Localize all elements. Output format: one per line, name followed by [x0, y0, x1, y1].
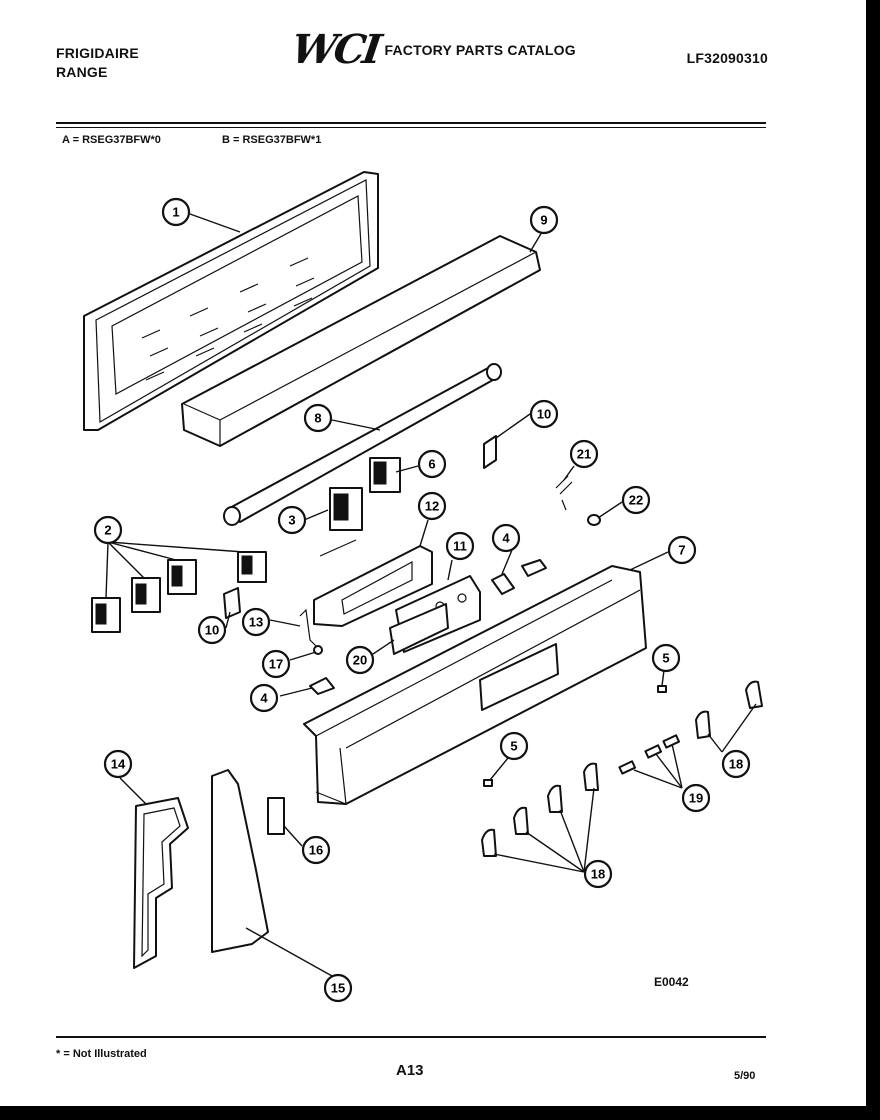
- part-9-top-trim: [181, 235, 541, 447]
- catalog-title: FACTORY PARTS CATALOG: [384, 42, 576, 58]
- svg-text:3: 3: [288, 513, 295, 528]
- part-3-switch: [319, 487, 363, 557]
- callout-18-lower: 18: [583, 859, 613, 889]
- callout-4-lower: 4: [249, 683, 279, 713]
- callout-6: 6: [417, 449, 447, 479]
- svg-text:12: 12: [425, 499, 439, 514]
- diagram-code: E0042: [654, 975, 689, 989]
- callout-19: 19: [681, 783, 711, 813]
- callout-13: 13: [241, 607, 271, 637]
- not-illustrated-note: * = Not Illustrated: [56, 1048, 147, 1060]
- part-14-side-trim: [133, 797, 189, 969]
- svg-text:6: 6: [428, 457, 435, 472]
- svg-text:9: 9: [540, 213, 547, 228]
- svg-text:17: 17: [269, 657, 283, 672]
- callout-22: 22: [621, 485, 651, 515]
- svg-text:5: 5: [510, 739, 517, 754]
- part-4-clips: [309, 559, 547, 695]
- part-22-grommet: [587, 514, 601, 526]
- svg-text:16: 16: [309, 843, 323, 858]
- callout-16: 16: [301, 835, 331, 865]
- part-21-clip: [555, 475, 573, 511]
- model-legend: A = RSEG37BFW*0 B = RSEG37BFW*1: [62, 134, 379, 146]
- part-15-side-trim: [211, 769, 269, 953]
- part-7-control-panel: [303, 565, 647, 805]
- callout-10-lower: 10: [197, 615, 227, 645]
- model-b: B = RSEG37BFW*1: [222, 134, 322, 146]
- callout-10-upper: 10: [529, 399, 559, 429]
- callout-12: 12: [417, 491, 447, 521]
- exploded-parts-diagram: 1 2 3 4 4 5 5 6 7 8 9 10 10 11 12 13 14 …: [83, 171, 763, 1003]
- callout-3: 3: [277, 505, 307, 535]
- svg-text:20: 20: [353, 653, 367, 668]
- callout-21: 21: [569, 439, 599, 469]
- part-8-light-tube: [223, 363, 502, 526]
- callout-5-lower: 5: [499, 731, 529, 761]
- svg-text:8: 8: [314, 411, 321, 426]
- svg-text:11: 11: [453, 539, 467, 554]
- catalog-date: 5/90: [734, 1070, 756, 1082]
- part-10-bracket-upper: [483, 435, 497, 469]
- product-type: RANGE: [56, 64, 108, 80]
- svg-text:22: 22: [629, 493, 643, 508]
- part-19-indicator-lights: [618, 734, 681, 775]
- brand-block: FRIGIDAIRE RANGE: [56, 44, 139, 82]
- callout-7: 7: [667, 535, 697, 565]
- part-13-bracket: [299, 608, 319, 649]
- svg-text:4: 4: [502, 531, 510, 546]
- svg-text:10: 10: [205, 623, 219, 638]
- callout-20: 20: [345, 645, 375, 675]
- callout-8: 8: [303, 403, 333, 433]
- svg-text:14: 14: [111, 757, 126, 772]
- callout-9: 9: [529, 205, 559, 235]
- callout-1: 1: [161, 197, 191, 227]
- svg-text:4: 4: [260, 691, 268, 706]
- callout-4-upper: 4: [491, 523, 521, 553]
- svg-text:19: 19: [689, 791, 703, 806]
- svg-text:7: 7: [678, 543, 685, 558]
- svg-text:10: 10: [537, 407, 551, 422]
- footer-rule: [56, 1036, 766, 1038]
- part-2-switches: [91, 551, 267, 633]
- part-20-clock-lens: [389, 603, 449, 655]
- model-a: A = RSEG37BFW*0: [62, 134, 161, 146]
- brand-name: FRIGIDAIRE: [56, 45, 139, 61]
- header-rule-bottom: [56, 127, 766, 128]
- svg-text:21: 21: [577, 447, 591, 462]
- svg-text:18: 18: [729, 757, 743, 772]
- page-number: A13: [396, 1062, 424, 1079]
- svg-text:18: 18: [591, 867, 605, 882]
- callout-14: 14: [103, 749, 133, 779]
- catalog-title-block: WCI FACTORY PARTS CATALOG: [289, 26, 576, 73]
- part-16-spacer: [267, 797, 285, 835]
- parts-catalog-page: FRIGIDAIRE RANGE WCI FACTORY PARTS CATAL…: [0, 0, 866, 1106]
- callout-15: 15: [323, 973, 353, 1003]
- svg-text:2: 2: [104, 523, 111, 538]
- catalog-part-number: LF32090310: [686, 50, 768, 66]
- callout-17: 17: [261, 649, 291, 679]
- callout-18-right: 18: [721, 749, 751, 779]
- callout-11: 11: [445, 531, 475, 561]
- svg-text:5: 5: [662, 651, 669, 666]
- part-18-knobs: [481, 680, 763, 857]
- part-6-switch: [369, 457, 401, 493]
- part-1-backguard-panel: [83, 171, 379, 431]
- svg-text:13: 13: [249, 615, 263, 630]
- callout-2: 2: [93, 515, 123, 545]
- svg-text:15: 15: [331, 981, 345, 996]
- header-rule-top: [56, 122, 766, 124]
- part-10-bracket-lower: [223, 587, 241, 619]
- callout-5-upper: 5: [651, 643, 681, 673]
- leader-lines: [105, 213, 757, 977]
- svg-text:1: 1: [172, 205, 179, 220]
